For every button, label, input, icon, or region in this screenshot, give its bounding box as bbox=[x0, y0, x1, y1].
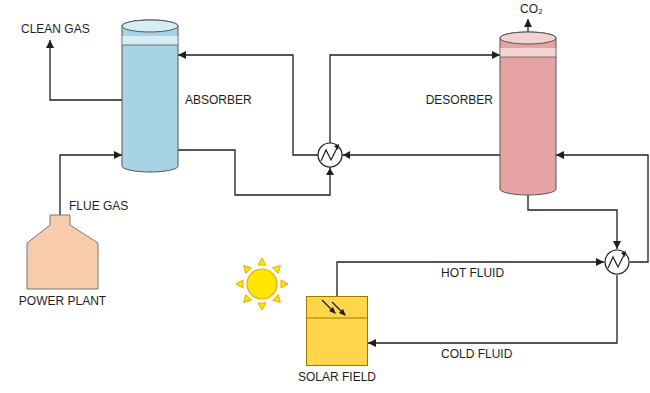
node-label: ABSORBER bbox=[185, 93, 252, 107]
column-top bbox=[122, 20, 178, 32]
desorber-column: DESORBER bbox=[500, 32, 556, 195]
power-plant: POWER PLANT bbox=[25, 215, 100, 290]
sunlight-arrow bbox=[322, 300, 336, 314]
panel-divider bbox=[306, 318, 368, 319]
heat-exchanger-symbol bbox=[605, 250, 629, 274]
stream-label: HOT FLUID bbox=[440, 266, 505, 280]
sun-icon bbox=[236, 258, 288, 310]
solar-panel bbox=[307, 297, 368, 366]
column-band bbox=[500, 57, 556, 58]
process-stream bbox=[178, 55, 500, 155]
power-plant-shape bbox=[25, 215, 100, 290]
stream-label: CLEAN GAS bbox=[20, 22, 91, 36]
stream-label: COLD FLUID bbox=[440, 347, 513, 361]
sunlight-arrow bbox=[332, 302, 346, 316]
absorber-column-shape bbox=[122, 20, 178, 172]
column-body bbox=[122, 20, 178, 172]
node-label: POWER PLANT bbox=[19, 294, 106, 308]
process-stream bbox=[178, 55, 500, 195]
reboiler-feed-line bbox=[528, 195, 617, 249]
heat-exchanger-symbol bbox=[318, 143, 350, 175]
stream-label: CO₂ bbox=[519, 2, 544, 16]
column-body bbox=[500, 32, 556, 195]
column-band bbox=[501, 48, 556, 57]
co2-outlet-line bbox=[527, 19, 528, 32]
node-label: SOLAR FIELD bbox=[298, 370, 376, 384]
solar-field-shape bbox=[306, 296, 368, 366]
plant-outline bbox=[27, 215, 98, 289]
reboiler-return-line bbox=[556, 155, 648, 262]
desorber-column-shape bbox=[500, 32, 556, 195]
stream-label: FLUE GAS bbox=[68, 199, 129, 213]
absorber-column: ABSORBER bbox=[122, 20, 178, 172]
column-band bbox=[123, 36, 178, 45]
clean-gas-line bbox=[50, 40, 122, 100]
node-label: DESORBER bbox=[426, 93, 493, 107]
column-band bbox=[122, 45, 178, 46]
hot-fluid-line bbox=[337, 262, 604, 296]
solar-field: SOLAR FIELD bbox=[306, 296, 368, 366]
cold-fluid-line bbox=[368, 275, 617, 343]
column-top bbox=[500, 32, 556, 44]
